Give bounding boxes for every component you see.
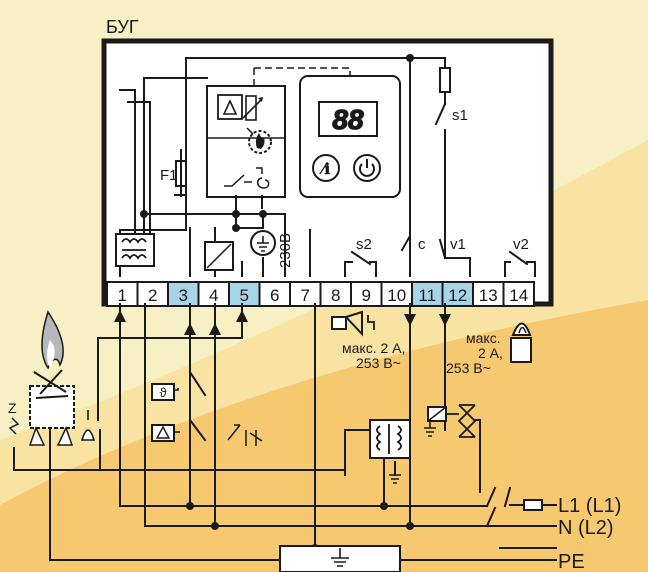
segment-display — [318, 101, 378, 137]
terminal-label-1: 1 — [118, 286, 127, 305]
terminal-5 — [228, 281, 261, 307]
supply-fuse-icon — [499, 499, 557, 549]
alarm-rating-line1: макс. 2 А, — [342, 340, 405, 356]
ionization-electrode-icon — [80, 410, 96, 441]
terminal-label-11: 11 — [418, 286, 436, 305]
supply-l1: L1 (L1) — [558, 495, 621, 517]
terminal-8 — [319, 281, 352, 307]
terminal-11 — [411, 281, 444, 307]
pe-ground-box — [279, 545, 401, 572]
igniter-rating-line3: 253 В~ — [446, 360, 491, 376]
terminal-7 — [289, 281, 322, 307]
s2-label: s2 — [356, 236, 372, 253]
terminal-arrows — [114, 310, 451, 335]
terminal-10 — [380, 281, 413, 307]
terminal-label-14: 14 — [509, 286, 528, 305]
reset-info-icon[interactable]: ⁄ℹ — [312, 154, 340, 182]
igniter-rating-line1: макс. — [466, 330, 501, 346]
thermostat-icon: ϑ — [151, 383, 179, 401]
terminal-label-10: 10 — [387, 286, 406, 305]
igniter-rating-line2: 2 А, — [478, 345, 503, 361]
fuse-icon — [175, 149, 187, 197]
fuse-label: F1 — [160, 167, 178, 184]
ground-icon — [250, 230, 276, 256]
flame-sensor-icon — [246, 127, 272, 154]
external-dots — [186, 502, 414, 552]
voltage-label: 230В — [277, 233, 294, 268]
supply-n: N (L2) — [558, 517, 614, 539]
supply-pe: PE — [558, 551, 585, 572]
solenoid-valve-icon — [424, 404, 477, 438]
module-relay — [224, 174, 252, 187]
remote-reset-switch — [227, 424, 263, 446]
power-icon[interactable] — [353, 154, 381, 182]
module-relay-coil — [256, 167, 270, 189]
warning-triangle-icon — [217, 94, 263, 121]
terminal-label-3: 3 — [179, 286, 188, 305]
terminal-label-5: 5 — [240, 286, 249, 305]
device-title: БУГ — [106, 17, 139, 37]
v2-label: v2 — [513, 236, 529, 253]
c-label: c — [418, 236, 426, 253]
alarm-horn-icon — [331, 310, 375, 337]
s1-label: s1 — [452, 107, 468, 124]
terminal-label-13: 13 — [479, 286, 498, 305]
terminal-2 — [136, 281, 169, 307]
terminal-14 — [502, 281, 535, 307]
terminal-label-4: 4 — [209, 286, 218, 305]
terminal-label-12: 12 — [448, 286, 467, 305]
svg-text:⁄ℹ: ⁄ℹ — [319, 161, 331, 178]
terminal-3 — [167, 281, 200, 307]
terminal-label-2: 2 — [148, 286, 157, 305]
terminal-label-9: 9 — [362, 286, 371, 305]
igniter-icon — [510, 322, 532, 363]
terminal-6 — [258, 281, 291, 307]
internal-relay-diag — [206, 243, 232, 269]
s1-fuse-icon — [439, 67, 451, 93]
terminal-label-7: 7 — [301, 286, 310, 305]
ionization-label: Z — [8, 400, 17, 416]
burner-assembly — [8, 310, 75, 446]
v1-label: v1 — [450, 236, 466, 253]
svg-text:ϑ: ϑ — [159, 385, 167, 400]
terminal-label-8: 8 — [331, 286, 340, 305]
alarm-rating-line2: 253 В~ — [356, 355, 401, 371]
display-link-dashed — [253, 67, 351, 86]
terminal-9 — [350, 281, 383, 307]
background-yellow — [0, 300, 648, 572]
ignition-transformer-icon — [369, 419, 411, 484]
display-value: 88 — [332, 104, 364, 135]
junction-dots — [140, 54, 414, 232]
transformer-icon — [115, 233, 155, 267]
terminal-label-6: 6 — [270, 286, 279, 305]
pressure-switch-icon — [151, 424, 180, 442]
